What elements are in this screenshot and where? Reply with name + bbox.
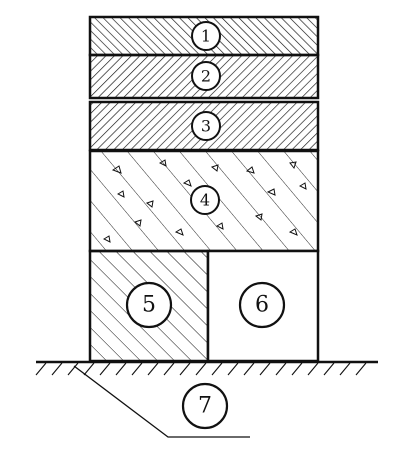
block-6: 6	[206, 249, 320, 363]
label-5: 5	[142, 293, 156, 318]
block-5: 5	[88, 249, 210, 363]
label-2: 2	[201, 67, 211, 86]
ground	[35, 360, 378, 376]
layer-4: 4	[88, 149, 320, 253]
layer-1: 1	[88, 15, 320, 57]
layer-3: 3	[88, 100, 320, 152]
layer-2: 2	[88, 53, 320, 100]
label-3: 3	[201, 117, 211, 136]
ground-hatch-ticks	[35, 362, 367, 376]
label-6: 6	[255, 293, 269, 318]
label-1: 1	[201, 27, 211, 46]
soil-7: 7	[181, 382, 229, 430]
label-4: 4	[200, 191, 210, 210]
aggregate-marks	[102, 159, 307, 243]
leader-7	[73, 365, 250, 438]
label-7: 7	[198, 394, 212, 419]
